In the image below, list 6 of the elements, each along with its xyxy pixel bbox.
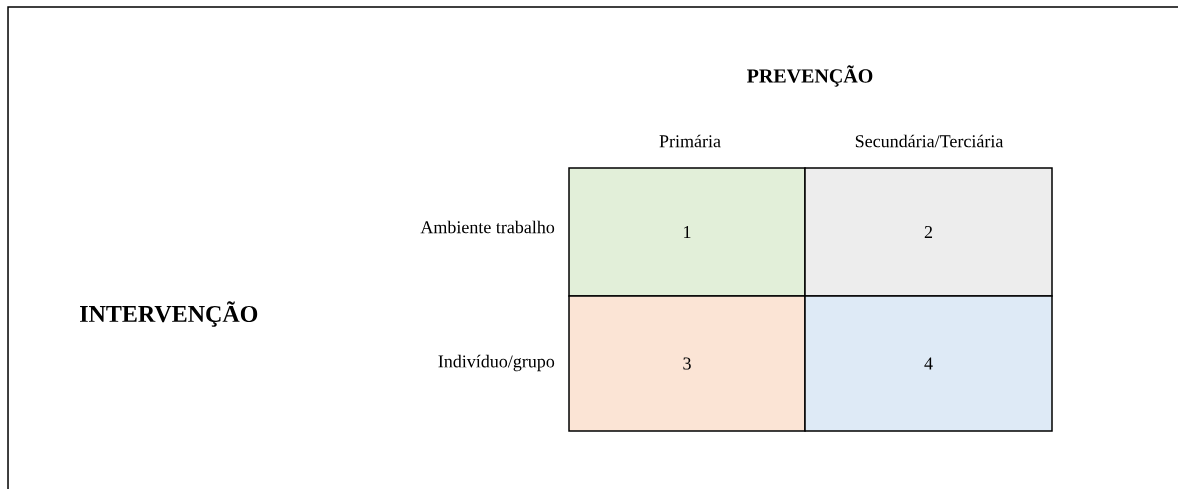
row-heading: INTERVENÇÃO xyxy=(80,301,258,327)
matrix-cell: 4 xyxy=(804,295,1053,432)
column-heading: PREVENÇÃO xyxy=(747,65,873,87)
matrix-cell: 1 xyxy=(568,167,806,297)
matrix-cell: 3 xyxy=(568,295,806,432)
matrix-cell: 2 xyxy=(804,167,1053,297)
